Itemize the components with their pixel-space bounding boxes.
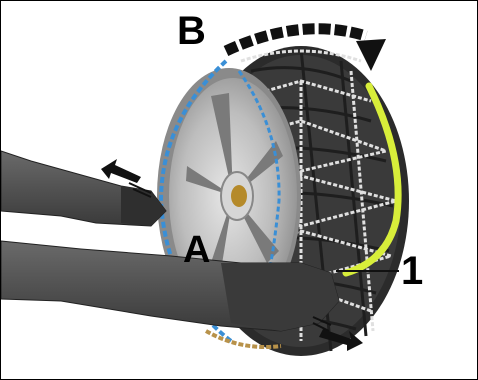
label-b: B: [177, 11, 206, 51]
callout-label-1: 1: [401, 251, 423, 291]
label-a: A: [183, 231, 210, 269]
